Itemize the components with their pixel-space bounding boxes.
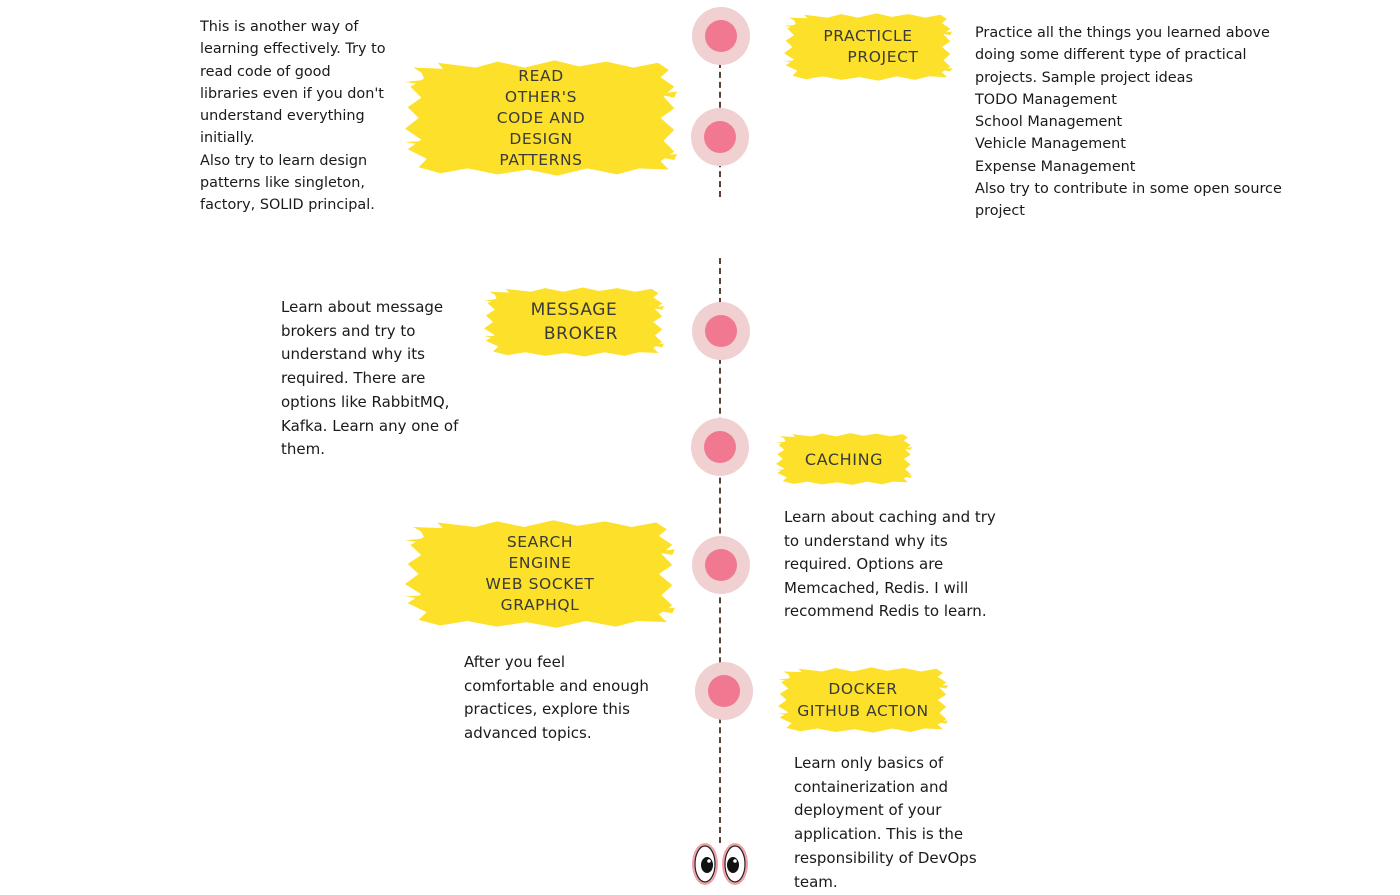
desc-line: Also try to contribute in some open sour… xyxy=(975,181,1282,198)
node-dot xyxy=(705,315,737,347)
title-line: SEARCH xyxy=(506,533,574,551)
desc-caching: Learn about caching and try to understan… xyxy=(784,506,996,624)
desc-line: Learn about caching and try xyxy=(784,508,996,526)
title-read-code: READ OTHER'S CODE AND DESIGN PATTERNS xyxy=(405,58,677,178)
timeline-node-docker xyxy=(695,662,753,720)
desc-line: Expense Management xyxy=(975,158,1136,175)
title-line: GRAPHQL xyxy=(500,596,580,614)
desc-line: initially. xyxy=(200,130,255,147)
desc-read-code: This is another way of learning effectiv… xyxy=(200,16,386,217)
desc-line: Learn about message xyxy=(281,298,444,316)
title-line: DOCKER xyxy=(828,680,898,698)
desc-line: This is another way of xyxy=(200,19,359,35)
node-dot xyxy=(705,20,737,52)
desc-line: Practice all the things you learned abov… xyxy=(975,25,1270,41)
desc-line: Learn only basics of xyxy=(794,754,944,772)
title-line: DESIGN xyxy=(509,129,573,148)
title-practice-project: PRACTICLE PROJECT xyxy=(784,12,952,82)
desc-line: team. xyxy=(794,872,838,891)
desc-line: recommend Redis to learn. xyxy=(784,602,987,621)
desc-line: deployment of your xyxy=(794,801,942,820)
desc-line: containerization and xyxy=(794,777,949,796)
title-line: READ xyxy=(518,66,564,85)
desc-line: advanced topics. xyxy=(464,724,592,743)
desc-line: Also try to learn design xyxy=(200,152,368,169)
desc-line: patterns like singleton, xyxy=(200,175,365,192)
title-line: CACHING xyxy=(804,449,884,469)
desc-line: projects. Sample project ideas xyxy=(975,69,1193,86)
timeline-node-caching xyxy=(691,418,749,476)
timeline-node-practice-project xyxy=(692,7,750,65)
title-advanced-topics: SEARCH ENGINE WEB SOCKET GRAPHQL xyxy=(405,518,675,630)
desc-line: comfortable and enough xyxy=(464,676,649,695)
desc-line: doing some different type of practical xyxy=(975,47,1247,64)
desc-line: practices, explore this xyxy=(464,700,630,719)
title-line: OTHER'S xyxy=(504,87,578,106)
desc-practice-project: Practice all the things you learned abov… xyxy=(975,22,1282,223)
desc-line: them. xyxy=(281,440,325,459)
title-line: PROJECT xyxy=(847,48,919,66)
title-line: MESSAGE xyxy=(530,300,618,320)
desc-advanced-topics: After you feel comfortable and enough pr… xyxy=(464,651,649,746)
timeline-node-read-code xyxy=(691,108,749,166)
desc-line: project xyxy=(975,203,1025,220)
desc-line: factory, SOLID principal. xyxy=(200,197,375,214)
desc-line: Kafka. Learn any one of xyxy=(281,416,459,435)
desc-line: School Management xyxy=(975,114,1123,131)
title-docker: DOCKER GITHUB ACTION xyxy=(778,666,948,734)
desc-line: brokers and try to xyxy=(281,321,416,340)
timeline-node-advanced-topics xyxy=(692,536,750,594)
title-line: BROKER xyxy=(543,324,619,344)
desc-line: understand why its xyxy=(281,345,425,364)
desc-line: options like RabbitMQ, xyxy=(281,392,450,411)
title-line: WEB SOCKET xyxy=(485,575,595,593)
desc-line: required. Options are xyxy=(784,555,944,574)
desc-line: to understand why its xyxy=(784,531,948,550)
desc-line: required. There are xyxy=(281,369,426,388)
node-dot xyxy=(705,549,737,581)
desc-line: understand everything xyxy=(200,108,365,125)
node-dot xyxy=(704,121,736,153)
desc-line: TODO Management xyxy=(975,91,1117,108)
timeline-node-message-broker xyxy=(692,302,750,360)
desc-line: application. This is the xyxy=(794,825,964,844)
desc-line: responsibility of DevOps xyxy=(794,848,977,867)
desc-line: Memcached, Redis. I will xyxy=(784,578,969,597)
desc-line: read code of good xyxy=(200,63,331,80)
title-line: CODE AND xyxy=(496,108,586,127)
desc-line: learning effectively. Try to xyxy=(200,41,386,58)
title-message-broker: MESSAGE BROKER xyxy=(484,286,664,358)
eyes-icon xyxy=(692,843,748,885)
desc-line: Vehicle Management xyxy=(975,136,1126,153)
desc-line: libraries even if you don't xyxy=(200,85,384,102)
desc-docker: Learn only basics of containerization an… xyxy=(794,752,977,894)
title-line: PRACTICLE xyxy=(823,27,913,45)
node-dot xyxy=(708,675,740,707)
title-line: GITHUB ACTION xyxy=(797,702,929,720)
title-line: ENGINE xyxy=(508,554,572,572)
node-dot xyxy=(704,431,736,463)
title-line: PATTERNS xyxy=(499,150,583,169)
desc-line: After you feel xyxy=(464,653,566,671)
desc-message-broker: Learn about message brokers and try to u… xyxy=(281,296,458,462)
title-caching: CACHING xyxy=(776,432,912,486)
